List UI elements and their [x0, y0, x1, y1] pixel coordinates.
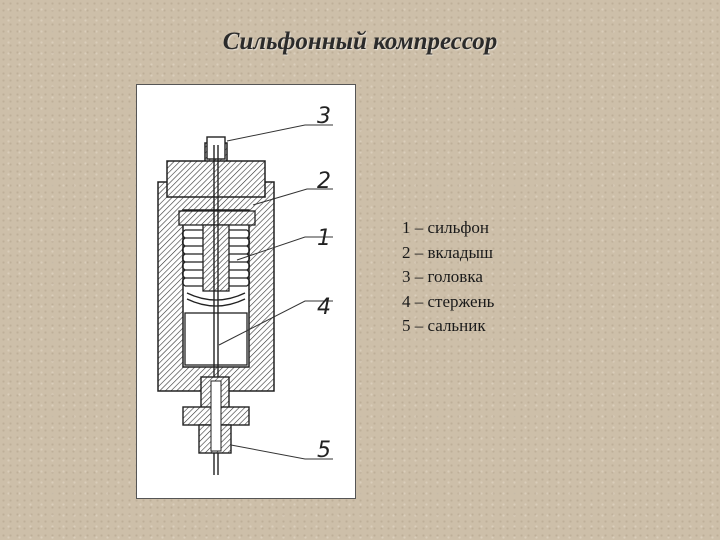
- legend-item-1: 1 – сильфон: [402, 218, 489, 237]
- compressor-svg: 3 2 1 4 5: [157, 104, 333, 475]
- legend-item-2: 2 – вкладыш: [402, 242, 493, 262]
- slide-title: Сильфонный компрессор: [222, 28, 498, 55]
- callout-3: 3: [317, 104, 331, 129]
- legend-item-5: 5 – сальник: [402, 316, 486, 335]
- leader-lines: [218, 124, 333, 460]
- head: [166, 136, 266, 198]
- legend: 1 – сильфон 2 – вкладыш 3 – головка 4 – …: [402, 216, 494, 339]
- chamber: [184, 312, 248, 366]
- callout-2: 2: [317, 169, 331, 194]
- legend-item-3: 3 – головка: [402, 267, 483, 286]
- callout-1: 1: [317, 226, 331, 251]
- callout-4: 4: [317, 295, 331, 320]
- insert: [178, 210, 256, 226]
- legend-item-4: 4 – стержень: [402, 291, 495, 311]
- callout-5: 5: [317, 438, 331, 463]
- bellows: [181, 224, 251, 307]
- compressor-drawing: 3 2 1 4 5: [136, 84, 356, 499]
- gland: [182, 376, 250, 454]
